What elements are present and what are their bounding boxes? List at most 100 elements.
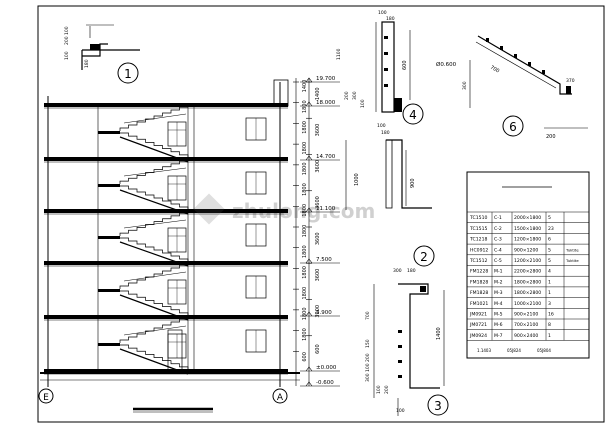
windows (167, 117, 267, 371)
svg-text:A: A (277, 393, 284, 403)
svg-text:300: 300 (462, 81, 468, 90)
stair-landing (98, 236, 120, 239)
svg-text:180: 180 (386, 16, 395, 22)
svg-text:100: 100 (376, 385, 382, 394)
detail-number-4: 4 (409, 108, 417, 122)
table-cell: 1200×2100 (514, 258, 541, 264)
stair-flight (120, 344, 189, 370)
detail-number-2: 2 (420, 250, 428, 264)
stair-section (47, 79, 289, 387)
svg-text:300: 300 (365, 373, 371, 382)
table-cell: M-6 (494, 322, 503, 328)
detail-number-3: 3 (434, 399, 442, 413)
table-cell: 3 (548, 301, 551, 307)
table-footer-3: 05J804 (537, 348, 551, 353)
svg-text:150: 150 (365, 339, 371, 348)
floor-slab (44, 261, 288, 265)
dim-label: 3600 (315, 124, 321, 137)
svg-text:100: 100 (377, 123, 386, 129)
axis-bubble-e: E (38, 388, 54, 404)
stair-landing (98, 289, 120, 292)
table-cell: M-1 (494, 269, 503, 275)
table-cell: 1 (548, 279, 551, 285)
dim-label: 1400 (302, 80, 308, 93)
dim-label: 3900 (315, 305, 321, 318)
table-cell: 900×1200 (514, 247, 538, 253)
dim-label: 3600 (315, 232, 321, 245)
svg-text:200: 200 (344, 91, 350, 100)
dim-label: 1400 (315, 87, 321, 100)
stair-flight (120, 132, 189, 158)
svg-text:zhulong.com: zhulong.com (232, 199, 375, 223)
svg-text:Ø0.600: Ø0.600 (436, 61, 457, 68)
table-cell: 5 (548, 215, 551, 221)
table-cell: 6 (548, 237, 551, 243)
stair-flight (120, 237, 189, 262)
dim-chain-level: 1400180018001800180018001800180018001800… (293, 80, 308, 362)
svg-text:600: 600 (402, 60, 408, 70)
handrail (123, 325, 187, 336)
stair-landing (98, 343, 120, 346)
dim-label: 600 (302, 352, 308, 362)
table-cell: TC1510 (469, 215, 488, 221)
stair-stringer (119, 136, 189, 163)
dim-label: 1800 (302, 204, 308, 217)
stair-stringer (119, 189, 189, 215)
elev-18000: 18.000 (316, 100, 336, 106)
floor-slab (44, 103, 288, 107)
floor-slab (44, 315, 288, 319)
table-cell: Tuktite (565, 258, 579, 263)
elev-14700: 14.700 (316, 154, 336, 160)
stair-flight (119, 264, 188, 289)
table-cell: 1 (548, 290, 551, 296)
floor-slab (44, 209, 288, 213)
svg-text:370: 370 (566, 78, 575, 84)
stair-landing (98, 184, 120, 187)
table-cell: M-4 (494, 301, 503, 307)
table-cell: M-7 (494, 333, 503, 339)
table-cell: JM0721 (469, 322, 487, 328)
detail-number-1: 1 (124, 67, 132, 81)
dim-label: 1800 (302, 162, 308, 175)
table-cell: 5 (548, 247, 551, 253)
elev-7500: 7.500 (316, 257, 332, 263)
svg-text:100: 100 (378, 10, 387, 16)
table-cell: 1800×2800 (514, 279, 541, 285)
dim-label: 1800 (302, 307, 308, 320)
table-footer-1: 1.1403 (477, 348, 491, 353)
table-cell: 5 (548, 258, 551, 264)
svg-text:700: 700 (365, 311, 371, 320)
stair-stringer (119, 294, 189, 321)
entrance-door (167, 329, 183, 371)
dim-label: 1800 (302, 287, 308, 300)
elev-3900: 3.900 (316, 310, 332, 316)
elev-19700: 19.700 (316, 76, 336, 82)
elevation-marks: 19.700 18.000 14.700 11.100 7.500 3.900 … (316, 76, 337, 386)
stair-stringer (119, 241, 189, 267)
table-cell: 1000×2100 (514, 301, 541, 307)
table-cell: TC1515 (469, 226, 488, 232)
detail-1: 1 100 200 100 180 (64, 24, 140, 84)
svg-text:180: 180 (84, 59, 90, 68)
svg-text:200: 200 (384, 385, 390, 394)
sheet-border (37, 5, 605, 423)
svg-text:100: 100 (360, 99, 366, 108)
detail-5: 180 100 1000 900 (345, 123, 432, 210)
table-cell: C-2 (494, 226, 502, 232)
table-cell: 900×2400 (514, 333, 538, 339)
table-cell: TC1218 (469, 237, 488, 243)
handrail (123, 271, 187, 282)
watermark: zhulong.com (193, 193, 375, 225)
table-cell: 2200×2800 (514, 269, 541, 275)
svg-text:100: 100 (64, 51, 70, 60)
dim-label: 3600 (315, 196, 321, 209)
detail-6: 6 Ø0.600 300 200 700 370 (436, 35, 588, 140)
svg-text:200: 200 (64, 36, 70, 45)
svg-text:1000: 1000 (354, 173, 360, 186)
dim-label: 1800 (302, 225, 308, 238)
stair-flights (98, 106, 189, 375)
elev-11100: 11.100 (316, 206, 336, 212)
table-cell: TC1512 (469, 258, 488, 264)
svg-text:200: 200 (546, 134, 556, 140)
